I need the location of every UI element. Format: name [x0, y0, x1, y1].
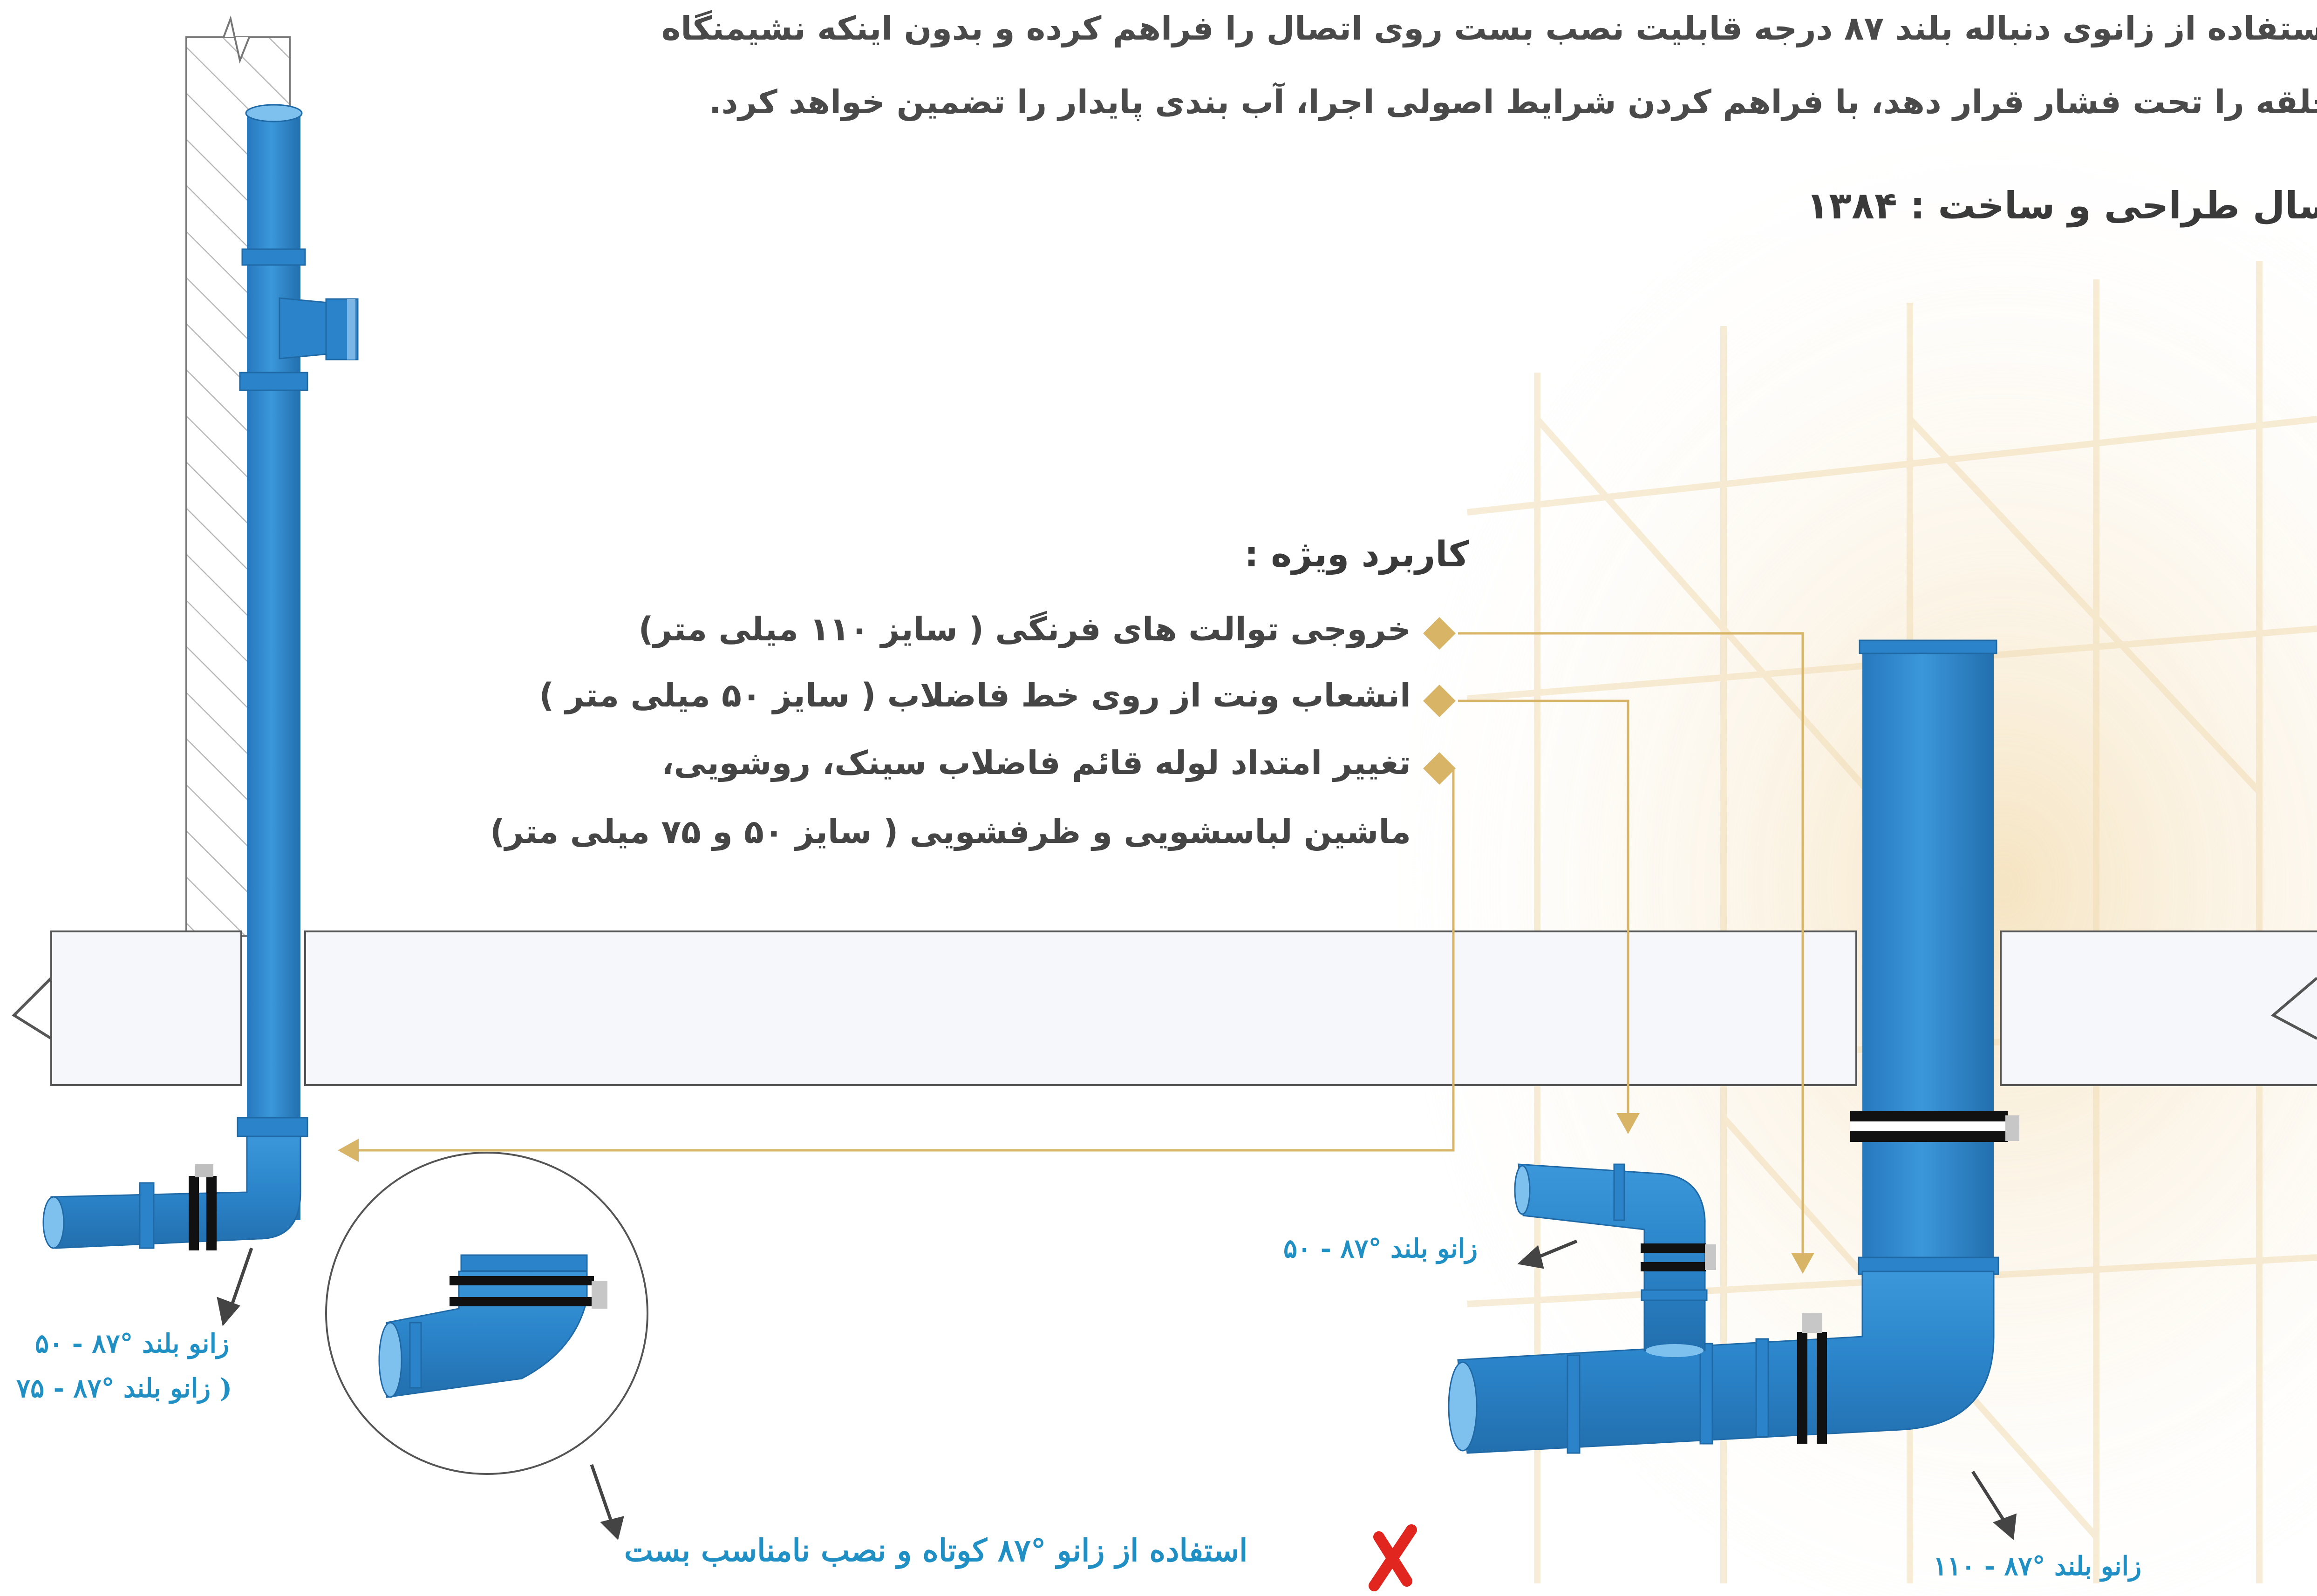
intro-text-line-2: حلقه را تحت فشار قرار دهد، با فراهم کردن…	[709, 83, 2317, 121]
right-bottom-elbow	[1448, 1270, 1995, 1454]
special-use-item: تغییر امتداد لوله قائم فاضلاب سینک، روشو…	[661, 744, 1411, 782]
wrong-install-caption: استفاده از زانو °۸۷ کوتاه و نصب نامناسب …	[624, 1532, 1248, 1569]
left-vertical-pipe	[237, 104, 359, 1220]
design-year: سال طراحی و ساخت : ۱۳۸۴	[1806, 184, 2317, 227]
right-vertical-pipe-110	[1850, 639, 2019, 1275]
special-use-item: ماشین لباسشویی و ظرفشویی ( سایز ۵۰ و ۷۵ …	[490, 813, 1411, 851]
middle-elbow-label: زانو بلند °۸۷ - ۵۰	[1283, 1233, 1478, 1264]
cross-mark-icon	[1369, 1524, 1417, 1591]
special-use-title: کاربرد ویژه :	[1244, 533, 1469, 575]
special-use-item: خروجی توالت های فرنگی ( سایز ۱۱۰ میلی مت…	[638, 610, 1411, 648]
middle-elbow-50	[1514, 1163, 1716, 1357]
diamond-bullet-icon	[1423, 617, 1456, 785]
left-elbow-label: زانو بلند °۸۷ - ۵۰	[35, 1328, 230, 1359]
wrong-install-detail	[325, 1152, 648, 1475]
pointer-arrows	[217, 1239, 2017, 1540]
left-bottom-elbow	[42, 1135, 301, 1250]
special-use-item: انشعاب ونت از روی خط فاضلاب ( سایز ۵۰ می…	[539, 676, 1411, 714]
leader-lines	[345, 632, 1804, 1262]
left-elbow-label-alt: ( زانو بلند °۸۷ - ۷۵	[16, 1373, 232, 1404]
intro-text-line-1: استفاده از زانوی دنباله بلند ۸۷ درجه قاب…	[661, 9, 2317, 48]
leader-arrowheads	[338, 1113, 1814, 1274]
bottom-elbow-label: زانو بلند °۸۷ - ۱۱۰	[1933, 1551, 2142, 1582]
floor-slab	[12, 930, 2317, 1086]
